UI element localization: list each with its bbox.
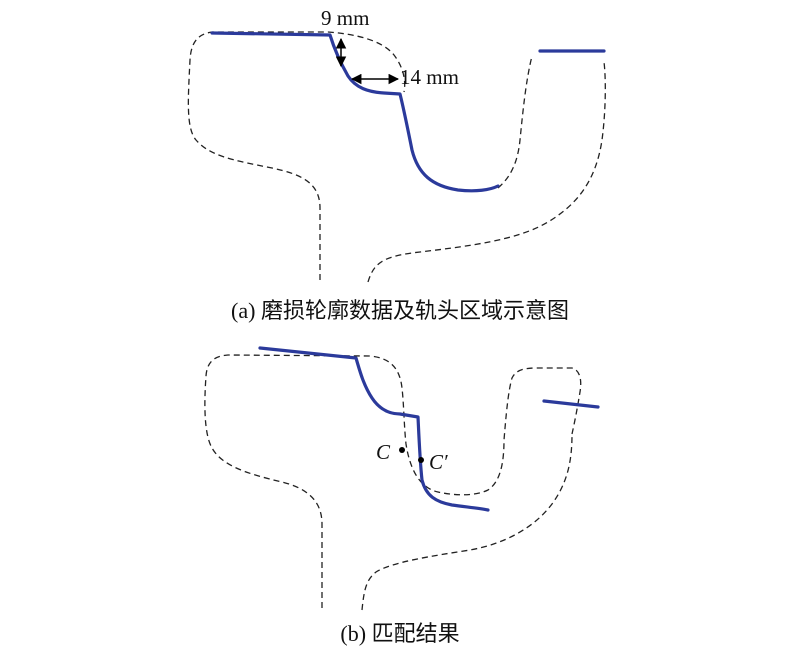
caption-b: (b) 匹配结果: [340, 621, 459, 646]
figure-a-template-outline: [187, 31, 406, 280]
figure-a-wear-profile-left: [210, 31, 500, 193]
dim-14mm-label: 14 mm: [400, 65, 459, 89]
figure-b: C C′ (b) 匹配结果: [204, 346, 600, 646]
figure-a: 9 mm 14 mm (a) 磨损轮廓数据及轨头区域示意图: [187, 6, 606, 323]
figure-b-template-flange: [361, 433, 573, 611]
point-c-prime-marker: [418, 457, 424, 463]
figure-b-wear-profile-right: [542, 399, 600, 409]
point-c-label: C: [376, 440, 391, 464]
point-c-marker: [399, 447, 405, 453]
figure-a-template-inner: [497, 55, 533, 189]
figure-b-template-outline: [204, 354, 582, 608]
caption-a: (a) 磨损轮廓数据及轨头区域示意图: [231, 298, 569, 323]
figure-a-template-flange: [367, 61, 606, 283]
figure-b-wear-profile-left: [258, 346, 490, 512]
point-c-prime-label: C′: [429, 450, 448, 474]
dim-9mm-label: 9 mm: [321, 6, 369, 30]
